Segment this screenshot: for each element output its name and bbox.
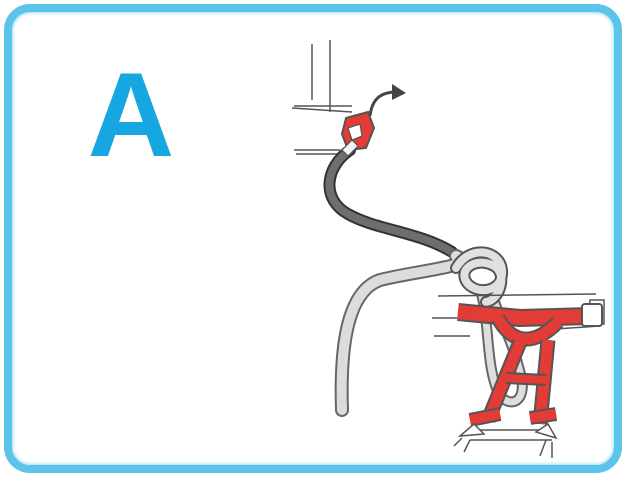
pull-arrow-icon [370,84,406,116]
harness-icon [432,294,604,458]
belay-device-icon [342,112,374,156]
rope-icon [329,150,522,410]
